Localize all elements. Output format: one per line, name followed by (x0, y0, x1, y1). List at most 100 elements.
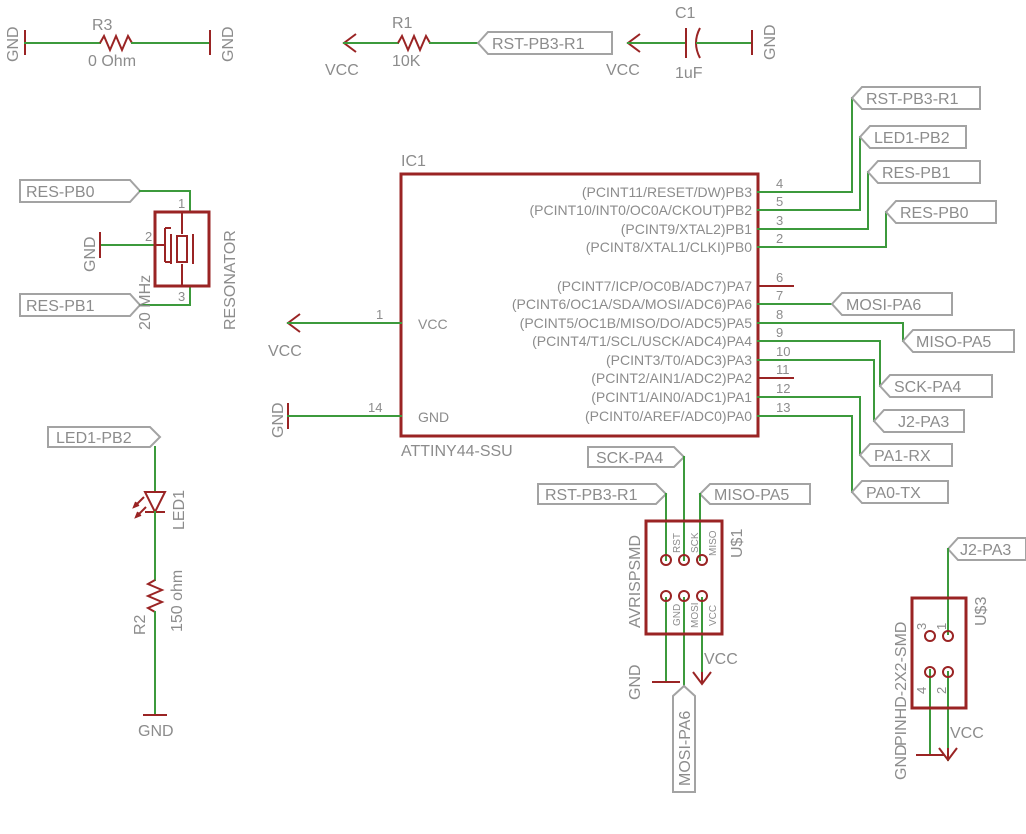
avrisp-header[interactable] (644, 519, 724, 636)
r1-resistor[interactable] (342, 33, 479, 53)
net-label-res-pb1[interactable]: RES-PB1 (19, 293, 142, 317)
avrisp-pin-label: VCC (708, 605, 719, 626)
ic1-pin-name: VCC (418, 316, 448, 332)
vcc-label: VCC (950, 725, 984, 742)
ic1-pin-name: (PCINT9/XTAL2)PB1 (621, 221, 752, 237)
ic1-pin-num: 5 (776, 194, 783, 209)
ic1-pin-name: (PCINT10/INT0/OC0A/CKOUT)PB2 (530, 202, 753, 218)
ic1-pin-num: 1 (376, 307, 383, 322)
ic1-pin-num: 8 (776, 307, 783, 322)
net-label-sck-pa4[interactable]: SCK-PA4 (587, 446, 686, 468)
ic1-net-wires (793, 97, 904, 493)
ic1-pin-num: 6 (776, 270, 783, 285)
pinhd-name: PINHD-2X2-SMD (893, 622, 910, 746)
net-label-res-pb0[interactable]: RES-PB0 (19, 179, 142, 203)
resonator-pin-2: 2 (145, 229, 152, 244)
ic1-pin-name: (PCINT6/OC1A/SDA/MOSI/ADC6)PA6 (512, 296, 752, 312)
net-label-mosi-pa6[interactable]: MOSI-PA6 (672, 684, 696, 793)
led1-component[interactable] (132, 446, 167, 581)
ic1-pin-num: 14 (368, 400, 382, 415)
ic1-ref: IC1 (401, 153, 426, 170)
svg-text:RST-PB3-R1: RST-PB3-R1 (866, 91, 959, 108)
ic1-pin-num: 10 (776, 344, 790, 359)
ic1-pin-num: 13 (776, 400, 790, 415)
ic1-pin-stubs (757, 191, 795, 417)
svg-text:MOSI-PA6: MOSI-PA6 (846, 297, 921, 314)
avrisp-vcc-symbol (692, 671, 712, 686)
c1-ref: C1 (675, 5, 696, 22)
svg-text:RES-PB1: RES-PB1 (26, 298, 95, 315)
svg-text:PA0-TX: PA0-TX (866, 485, 921, 502)
avrisp-pin-label: SCK (690, 532, 701, 553)
ic1-pin-num: 4 (776, 176, 783, 191)
net-label-miso-pa5[interactable]: MISO-PA5 (698, 483, 811, 505)
r3-ref: R3 (92, 17, 113, 34)
r2-value: 150 ohm (169, 570, 186, 632)
svg-text:J2-PA3: J2-PA3 (960, 542, 1011, 559)
ic1-pin-name: (PCINT7/ICP/OC0B/ADC7)PA7 (557, 278, 752, 294)
avrisp-pin-label: RST (672, 533, 683, 553)
net-label-sck-pa4[interactable]: SCK-PA4 (878, 374, 993, 398)
net-label-res-pb0[interactable]: RES-PB0 (884, 200, 997, 224)
ic1-pin-name: (PCINT1/AIN0/ADC1)PA1 (591, 389, 752, 405)
svg-text:RST-PB3-R1: RST-PB3-R1 (492, 36, 585, 53)
avrisp-name: AVRISPSMD (627, 535, 644, 628)
ic1-vcc-connection (286, 313, 402, 333)
r1-ref: R1 (392, 15, 413, 32)
r2-resistor[interactable] (143, 579, 167, 716)
svg-text:RES-PB0: RES-PB0 (26, 184, 95, 201)
c1-capacitor[interactable] (626, 27, 753, 59)
net-label-mosi-pa6[interactable]: MOSI-PA6 (830, 292, 953, 316)
svg-text:RES-PB1: RES-PB1 (882, 165, 951, 182)
ic1-pin-name: (PCINT11/RESET/DW)PB3 (582, 184, 752, 200)
ic1-pin-num: 11 (776, 362, 790, 377)
pinhd-vcc-symbol (938, 747, 958, 762)
net-label-led1-pb2[interactable]: LED1-PB2 (858, 125, 967, 149)
net-label-res-pb1[interactable]: RES-PB1 (866, 160, 981, 184)
ic1-pin-name: (PCINT2/AIN1/ADC2)PA2 (591, 370, 752, 386)
r1-value: 10K (392, 53, 421, 70)
svg-text:SCK-PA4: SCK-PA4 (894, 379, 961, 396)
svg-text:RST-PB3-R1: RST-PB3-R1 (545, 487, 638, 504)
vcc-label: VCC (606, 62, 640, 79)
ic1-pin-num: 12 (776, 381, 790, 396)
svg-text:LED1-PB2: LED1-PB2 (56, 430, 132, 447)
pinhd-header[interactable] (910, 596, 968, 710)
ic1-pin-name: (PCINT5/OC1B/MISO/DO/ADC5)PA5 (520, 315, 753, 331)
svg-text:MISO-PA5: MISO-PA5 (916, 334, 991, 351)
led1-ref: LED1 (171, 490, 188, 530)
ic1-pin-name: (PCINT8/XTAL1/CLKI)PB0 (586, 239, 752, 255)
svg-text:SCK-PA4: SCK-PA4 (596, 450, 663, 467)
net-label-rst-pb3-r1[interactable]: RST-PB3-R1 (850, 86, 981, 110)
resonator-name: RESONATOR (222, 230, 239, 330)
resonator-value: 20 MHz (137, 275, 154, 330)
ic1-part: ATTINY44-SSU (401, 443, 513, 460)
ic1-pin-name: GND (418, 409, 449, 425)
pinhd-pin-4: 4 (914, 687, 929, 694)
svg-text:LED1-PB2: LED1-PB2 (874, 130, 950, 147)
pinhd-pin-1: 1 (934, 623, 949, 630)
ic1-gnd-connection (287, 403, 402, 429)
vcc-label: VCC (268, 343, 302, 360)
net-label-j2-pa3[interactable]: J2-PA3 (946, 537, 1026, 561)
net-label-led1-pb2[interactable]: LED1-PB2 (47, 426, 162, 448)
ic1-pin-num: 9 (776, 325, 783, 340)
gnd-label: GND (82, 236, 99, 272)
vcc-label: VCC (325, 62, 359, 79)
net-label-miso-pa5[interactable]: MISO-PA5 (901, 329, 1015, 353)
pinhd-pin-2: 2 (934, 687, 949, 694)
ic1-pin-num: 3 (776, 213, 783, 228)
avrisp-pin-label: GND (672, 604, 683, 626)
r3-resistor[interactable] (24, 30, 211, 55)
resonator-component[interactable] (99, 190, 211, 306)
net-label-pa1-rx[interactable]: PA1-RX (858, 443, 953, 467)
r3-value: 0 Ohm (88, 53, 136, 70)
net-label-rst-pb3-r1[interactable]: RST-PB3-R1 (537, 483, 668, 505)
net-label-rst-pb3-r1[interactable]: RST-PB3-R1 (476, 31, 613, 55)
r2-ref: R2 (132, 614, 149, 635)
gnd-label: GND (893, 744, 910, 780)
net-label-pa0-tx[interactable]: PA0-TX (850, 480, 949, 504)
gnd-label: GND (627, 664, 644, 700)
svg-text:J2-PA3: J2-PA3 (898, 414, 949, 431)
net-label-j2-pa3[interactable]: J2-PA3 (872, 409, 965, 433)
